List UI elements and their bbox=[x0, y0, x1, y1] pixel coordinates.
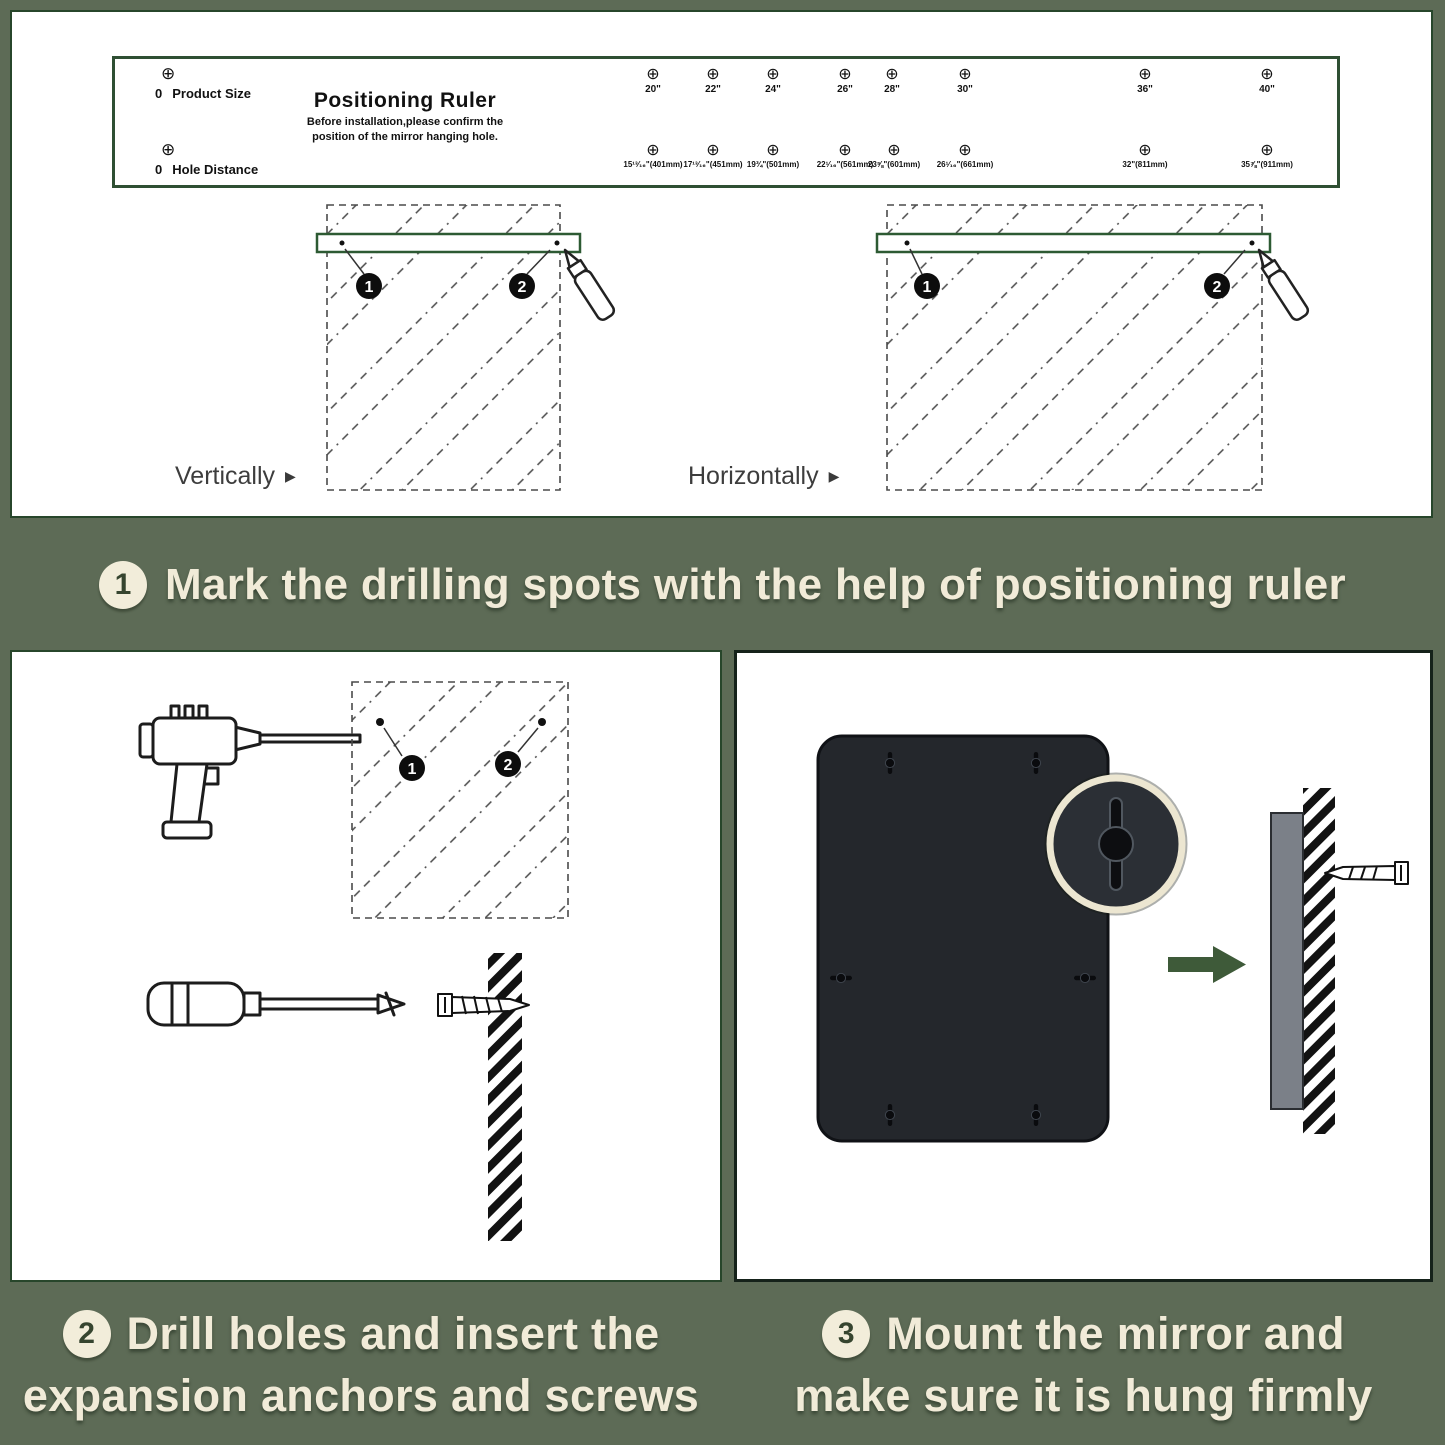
step2-text-line1: Drill holes and insert the bbox=[126, 1307, 660, 1359]
crosshair-icon: ⊕ bbox=[887, 142, 901, 159]
crosshair-icon: ⊕ bbox=[838, 66, 852, 83]
marked-wall-diagram: 1 2 bbox=[351, 681, 569, 919]
ruler-bar bbox=[315, 232, 582, 254]
svg-text:1: 1 bbox=[923, 279, 932, 296]
size-mark: ⊕28" bbox=[884, 66, 900, 96]
ruler-subtitle: position of the mirror hanging hole. bbox=[312, 131, 498, 143]
hole-mark: ⊕35⅞"(911mm) bbox=[1241, 142, 1293, 170]
screwdriver-icon bbox=[146, 981, 406, 1027]
svg-text:2: 2 bbox=[518, 279, 527, 296]
crosshair-icon: ⊕ bbox=[1138, 142, 1152, 159]
step1-caption: 1 Mark the drilling spots with the help … bbox=[0, 520, 1445, 650]
drill-icon bbox=[138, 704, 362, 840]
hole-mark: ⊕23⅝"(601mm) bbox=[867, 142, 921, 170]
size-mark: ⊕22" bbox=[705, 66, 721, 96]
size-mark: ⊕20" bbox=[645, 66, 661, 96]
wall-area bbox=[351, 681, 569, 919]
crosshair-icon: ⊕ bbox=[706, 66, 720, 83]
pointer-icon: ▶ bbox=[285, 468, 296, 484]
svg-text:2: 2 bbox=[1213, 279, 1222, 296]
screw-icon bbox=[437, 993, 530, 1017]
size-mark: ⊕36" bbox=[1137, 66, 1153, 96]
step1-text: Mark the drilling spots with the help of… bbox=[165, 560, 1346, 609]
wall-section bbox=[1303, 788, 1335, 1134]
marker-2-badge: 2 bbox=[509, 273, 535, 299]
crosshair-icon: ⊕ bbox=[766, 66, 780, 83]
horizontal-wall-diagram: 1 2 bbox=[875, 204, 1310, 491]
marker-2-badge: 2 bbox=[495, 751, 521, 777]
hole-mark: ⊕26¹⁄₁₆"(661mm) bbox=[936, 142, 994, 170]
pointer-icon: ▶ bbox=[828, 468, 840, 484]
crosshair-icon: ⊕ bbox=[1260, 66, 1274, 83]
svg-text:1: 1 bbox=[408, 761, 417, 778]
step2-caption: 2 Drill holes and insert the expansion a… bbox=[0, 1284, 722, 1445]
keyhole-magnifier bbox=[1044, 772, 1188, 916]
ruler-title: Positioning Ruler bbox=[313, 89, 497, 112]
marker-1-badge: 1 bbox=[914, 273, 940, 299]
mirror-side-view bbox=[1270, 812, 1304, 1110]
crosshair-icon: ⊕ bbox=[766, 142, 780, 159]
crosshair-icon: ⊕ bbox=[838, 142, 852, 159]
size-mark: ⊕26" bbox=[837, 66, 853, 96]
wall-screw-diagram bbox=[437, 953, 530, 1241]
crosshair-icon: ⊕ bbox=[885, 66, 899, 83]
vertical-wall-diagram: 1 2 bbox=[315, 204, 616, 491]
step1-badge: 1 bbox=[99, 561, 147, 609]
size-mark: ⊕30" bbox=[957, 66, 973, 96]
step3-caption: 3 Mount the mirror and make sure it is h… bbox=[722, 1284, 1445, 1445]
hole-mark: ⊕32"(811mm) bbox=[1122, 142, 1168, 170]
step2-text-line2: expansion anchors and screws bbox=[22, 1369, 700, 1421]
hole-mark: ⊕15¹³⁄₁₆"(401mm) bbox=[623, 142, 683, 170]
hole-mark: ⊕22¹⁄₁₆"(561mm) bbox=[816, 142, 874, 170]
svg-text:1: 1 bbox=[365, 279, 374, 296]
wall-section bbox=[488, 953, 522, 1241]
ruler-subtitle: Before installation,please confirm the bbox=[306, 116, 504, 128]
crosshair-icon: ⊕ bbox=[1138, 66, 1152, 83]
step3-badge: 3 bbox=[822, 1309, 871, 1358]
marker-1-badge: 1 bbox=[399, 755, 425, 781]
crosshair-icon: ⊕ bbox=[646, 142, 660, 159]
mirror-back bbox=[816, 734, 1110, 1143]
ruler-title-block: Positioning Ruler Before installation,pl… bbox=[265, 89, 545, 143]
arrow-right-icon bbox=[1168, 946, 1246, 983]
step3-text-line2: make sure it is hung firmly bbox=[794, 1369, 1373, 1421]
size-mark: ⊕40" bbox=[1259, 66, 1275, 96]
hole-mark: ⊕19¾"(501mm) bbox=[746, 142, 800, 170]
svg-text:2: 2 bbox=[504, 757, 513, 774]
step3-text-line1: Mount the mirror and bbox=[886, 1307, 1345, 1359]
crosshair-icon: ⊕ bbox=[161, 64, 176, 83]
step2-badge: 2 bbox=[62, 1309, 111, 1358]
crosshair-icon: ⊕ bbox=[958, 142, 972, 159]
drill-holes-panel: 1 2 bbox=[10, 650, 722, 1282]
marker-pen-icon bbox=[1257, 248, 1310, 321]
screw-icon bbox=[1324, 861, 1409, 885]
ruler-bar bbox=[875, 232, 1272, 254]
marker-pen-icon bbox=[563, 248, 616, 321]
marker-2-badge: 2 bbox=[1204, 273, 1230, 299]
crosshair-icon: ⊕ bbox=[1260, 142, 1274, 159]
size-mark: ⊕24" bbox=[765, 66, 781, 96]
horizontally-label: Horizontally▶ bbox=[688, 462, 840, 490]
crosshair-icon: ⊕ bbox=[706, 142, 720, 159]
crosshair-icon: ⊕ bbox=[161, 140, 176, 159]
mount-mirror-panel bbox=[734, 650, 1433, 1282]
crosshair-icon: ⊕ bbox=[958, 66, 972, 83]
hole-mark: ⊕17¹³⁄₁₆"(451mm) bbox=[683, 142, 743, 170]
vertically-label: Vertically▶ bbox=[175, 462, 296, 490]
mount-mirror-diagram bbox=[816, 734, 1409, 1143]
crosshair-icon: ⊕ bbox=[646, 66, 660, 83]
marker-1-badge: 1 bbox=[356, 273, 382, 299]
